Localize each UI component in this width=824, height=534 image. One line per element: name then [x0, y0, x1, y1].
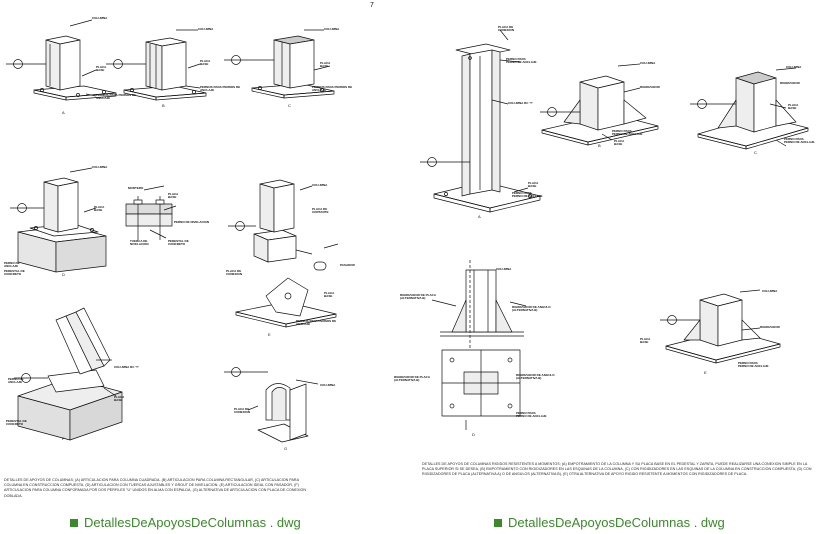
detail-a-right	[420, 29, 541, 213]
label-columna-d: COLUMNA	[92, 165, 108, 169]
label-columna-g: COLUMNA	[320, 383, 336, 387]
file-name-right: DetallesDeApoyosDeColumnas . dwg	[508, 515, 725, 530]
letter-g-left: G	[284, 446, 288, 451]
label-placa-base-b: PLACA BASE	[200, 59, 211, 67]
label-rigidizador-angulo-rd: RIGIDIZADOR DE ANGULO (ALTERNATIVA B)	[512, 305, 551, 313]
label-perno-f: PERNO DE ANCLAJE	[8, 377, 24, 385]
label-perno-rc: PERNO PARA PERNO DE ANCLAJE	[784, 137, 815, 145]
letter-d-left: D	[62, 272, 65, 277]
label-columna-ra: COLUMNA RC "I"	[508, 101, 533, 105]
letter-a-left: A	[62, 110, 65, 115]
label-tuerca-nivelacion: TUERCA DE NIVELACION	[130, 239, 149, 247]
label-columna-rb: COLUMNA	[640, 61, 656, 65]
label-columna-rc: COLUMNA	[786, 65, 802, 69]
label-perno-re: PERNO PARA PERNO DE ANCLAJE	[738, 361, 769, 369]
letter-e-left: E	[268, 332, 271, 337]
detail-d-right	[431, 260, 527, 430]
label-pernos-b: PERNOS PARA PERNOS DE ANCLAJE	[200, 85, 241, 93]
label-perno-rb: PERNO PARA PERNO DE ANCLAJE	[612, 129, 643, 137]
label-columna-e: COLUMNA	[312, 183, 328, 187]
label-pernos-e: PERNOS PARA PERNOS DE ANCLAJE	[296, 319, 337, 327]
caption-left: DETALLES DE APOYOS DE COLUMNAS; (A) ARTI…	[4, 478, 306, 498]
caption-right: DETALLES DE APOYOS DE COLUMNAS RIGIDOS R…	[422, 462, 812, 477]
label-placa-base-sec: PLACA BASE	[168, 192, 179, 200]
file-name-left: DetallesDeApoyosDeColumnas . dwg	[84, 515, 301, 530]
label-rigidizador-placa-rd2: RIGIDIZADOR DE PLACA (ALTERNATIVA B)	[394, 375, 430, 383]
label-rigidizador-rc: RIGIDIZADOR	[780, 81, 800, 85]
detail-a-left	[6, 19, 117, 101]
label-pernos-c: PERNOS PARA PERNOS DE ANCLAJE	[312, 85, 353, 93]
label-placa-base-a: PLACA BASE	[96, 65, 107, 73]
label-rigidizador-angulo-rd2: RIGIDIZADOR DE ANGULO (ALTERNATIVA B)	[516, 373, 555, 381]
detail-b-left	[106, 29, 207, 101]
label-columna-rd: COLUMNA	[496, 267, 512, 271]
label-pedestal-d: PEDESTAL DE CONCRETO	[4, 269, 25, 277]
label-pedestal-f: PEDESTAL DE CONCRETO	[6, 419, 27, 427]
label-placa-conexion-e: PLACA DE CONEXION	[226, 269, 243, 277]
label-placa-base-rc: PLACA BASE	[788, 103, 799, 111]
letter-b-left: B	[162, 103, 165, 108]
label-columna-a: COLUMNA	[92, 16, 108, 20]
label-pernos-a: PERNOS PARA PERNOS DE ANCLAJE	[96, 93, 137, 101]
label-placa-base-c: PLACA BASE	[320, 61, 331, 69]
label-perno-nivelacion: PERNO DE NIVELACION	[174, 220, 210, 224]
label-mortero: MORTERO	[128, 186, 144, 190]
label-columna-re: COLUMNA	[762, 289, 778, 293]
label-perno-ra: PERNO PARA PERNO DE ANCLAJE	[506, 57, 537, 65]
detail-e-left	[228, 179, 339, 328]
label-placa-cortante: PLACA DE CORTANTE	[312, 207, 329, 215]
label-placa-conexion-ra: PLACA DE CONEXION	[498, 25, 515, 33]
label-placa-base-d: PLACA BASE	[94, 205, 105, 213]
label-placa-conexion-g: PLACA DE CONEXION	[234, 407, 251, 415]
detail-g-left	[224, 367, 319, 443]
letter-b-right: B	[598, 143, 601, 148]
detail-d-section	[125, 185, 177, 240]
file-label-right[interactable]: DetallesDeApoyosDeColumnas . dwg	[494, 515, 725, 530]
detail-b-right	[540, 63, 659, 146]
label-placa-base-ra: PLACA BASE	[528, 181, 539, 189]
file-label-left[interactable]: DetallesDeApoyosDeColumnas . dwg	[70, 515, 301, 530]
label-rigidizador-rb: RIGIDIZADOR	[640, 85, 660, 89]
detail-d-left	[10, 167, 107, 273]
label-columna-f: COLUMNA RC "I"	[114, 365, 139, 369]
label-pasador: PASADOR	[340, 263, 355, 267]
detail-c-right	[690, 67, 809, 150]
label-placa-base-f: PLACA BASE	[114, 395, 125, 403]
detail-c-left	[224, 29, 335, 99]
file-icon	[494, 518, 502, 527]
label-placa-base-re: PLACA BASE	[640, 337, 651, 345]
letter-c-left: C	[288, 103, 291, 108]
letter-a-right: A	[478, 214, 481, 219]
file-icon	[70, 518, 78, 527]
label-perno-anclaje-d: PERNO DE ANCLAJE	[4, 261, 20, 269]
page-mark: 7	[370, 2, 374, 9]
label-placa-base-e: PLACA BASE	[324, 291, 335, 299]
letter-f-left: F	[62, 436, 65, 441]
detail-f-left	[14, 307, 123, 441]
label-perno-rd: PERNO PARA PERNO DE ANCLAJE	[516, 411, 547, 419]
letter-e-right: E	[704, 370, 707, 375]
label-rigidizador-re: RIGIDIZADOR	[760, 325, 780, 329]
label-placa-base-rb: PLACA BASE	[614, 139, 625, 147]
letter-c-right: C	[754, 150, 757, 155]
label-columna-c: COLUMNA	[324, 27, 340, 31]
label-perno-ra2: PERNO PARA PERNO DE ANCLAJE	[512, 191, 543, 199]
detail-e-right	[660, 289, 781, 364]
label-pedestal-sec: PEDESTAL DE CONCRETO	[168, 239, 189, 247]
label-columna-b: COLUMNA	[198, 27, 214, 31]
label-rigidizador-placa-rd: RIGIDIZADOR DE PLACA (ALTERNATIVA B)	[400, 293, 436, 301]
letter-d-right: D	[472, 432, 475, 437]
